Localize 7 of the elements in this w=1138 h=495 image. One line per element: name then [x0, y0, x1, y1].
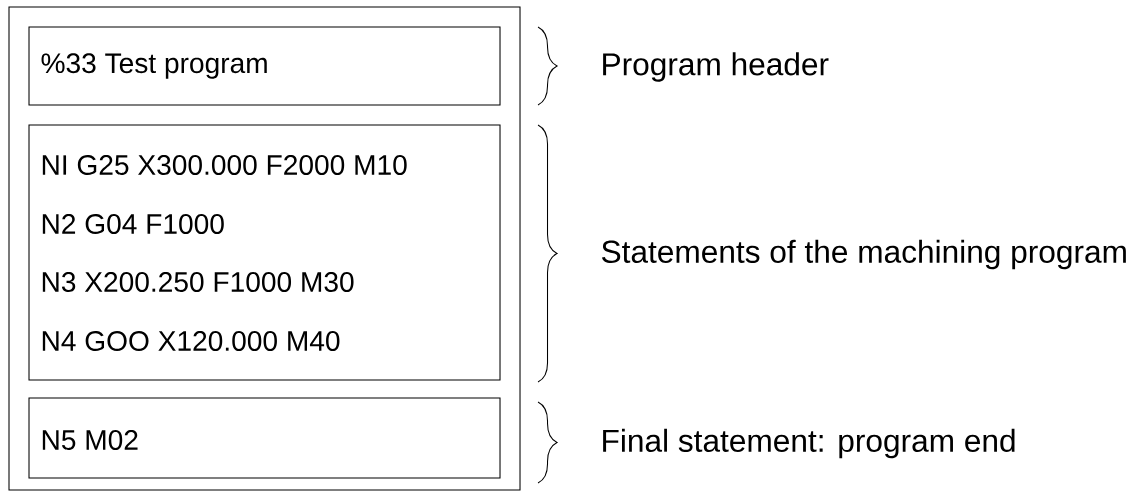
brace-label: Final statement: program end	[603, 428, 1015, 459]
program-frame	[8, 6, 521, 491]
code-box: N5 M02	[28, 397, 501, 479]
brace-label: Program header	[603, 52, 829, 82]
code-box: %33 Test program	[28, 26, 501, 106]
code-box: NI G25 X300.000 F2000 M10 N2 G04 F1000 N3 X200.250 F1000 M30 N4 GOO X120.000 M40	[28, 124, 501, 381]
brace-label: Statements of the machining program	[601, 239, 1126, 270]
